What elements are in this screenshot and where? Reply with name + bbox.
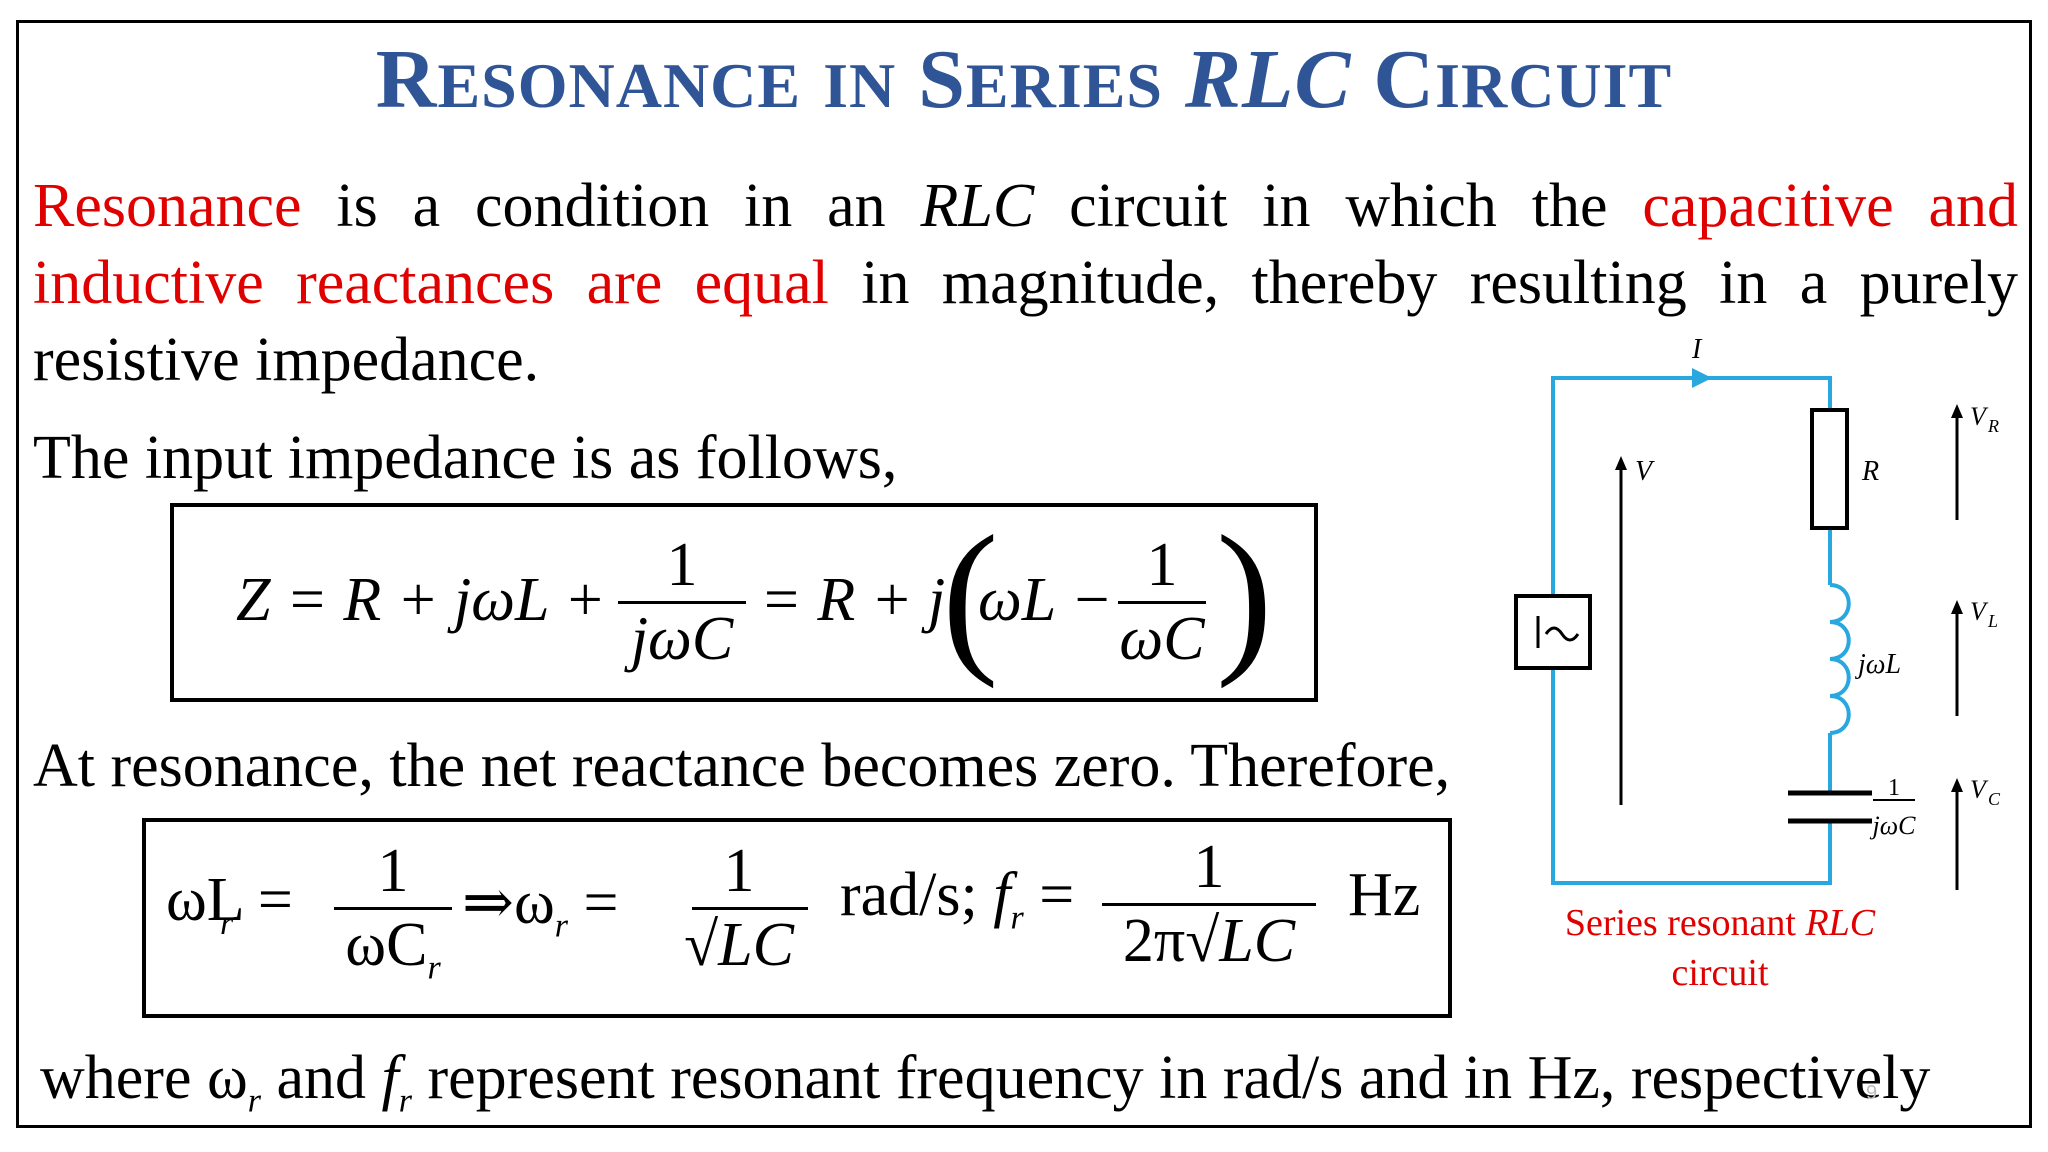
slide-title: RESONANCE IN SERIES RLC CIRCUIT xyxy=(375,33,1673,126)
source-voltage-label: V xyxy=(1635,456,1655,487)
circuit-caption: Series resonant RLC circuit xyxy=(1564,902,1876,994)
eq1-frac2: 1 ωC xyxy=(1118,531,1206,673)
impedance-intro: The input impedance is as follows, xyxy=(33,424,898,492)
highlight-reactances: capacitive and inductive reactances are … xyxy=(33,172,2018,317)
current-label: I xyxy=(1691,334,1703,365)
eq1-frac1: 1 jωC xyxy=(618,530,746,675)
svg-text:L: L xyxy=(1987,611,1998,631)
svg-text:C: C xyxy=(1988,789,2001,809)
svg-text:V: V xyxy=(1970,402,1989,431)
resonance-intro: At resonance, the net reactance becomes … xyxy=(33,732,1451,800)
eq2-unit-hz: Hz xyxy=(1348,861,1421,929)
eq1-inner: ωL − xyxy=(978,566,1113,634)
svg-text:R: R xyxy=(1987,416,1999,436)
page-number: 9 xyxy=(1866,1082,1878,1104)
eq2-frac1: 1 ωCr xyxy=(334,836,452,987)
eq2-frac2: 1 √LC xyxy=(670,836,808,981)
eq1-paren-right: ) xyxy=(1216,501,1273,689)
eq2-lhs: ωL = xyxy=(166,866,293,934)
svg-text:V: V xyxy=(1970,597,1989,626)
eq1-paren-left: ( xyxy=(942,501,999,689)
term-resonance: Resonance xyxy=(33,172,302,240)
resonance-equation-box xyxy=(142,818,1452,1018)
eq1-mid: = R + j xyxy=(760,566,946,634)
resistor-symbol xyxy=(1810,408,1849,530)
resistor-label: R xyxy=(1861,456,1879,487)
definition-paragraph: Resonance is a condition in an RLC circu… xyxy=(33,172,2018,394)
inductor-coil xyxy=(1829,583,1851,735)
circuit-wire xyxy=(1551,376,1832,600)
inductor-label: jωL xyxy=(1855,649,1901,680)
current-arrow-icon xyxy=(1692,368,1712,388)
slide-frame xyxy=(16,20,2032,1128)
eq2-lhs-sub: r xyxy=(220,905,234,942)
eq2-frac3: 1 2π√LC xyxy=(1102,832,1316,977)
footer-text: where ωr and fr represent resonant frequ… xyxy=(40,1044,1931,1120)
eq1-lhs: Z = R + jωL + xyxy=(236,566,606,634)
impedance-equation-box xyxy=(170,503,1318,702)
eq2-implies: ⇒ωr = xyxy=(462,869,619,945)
eq2-units1: rad/s; fr = xyxy=(840,861,1075,937)
ac-source-symbol xyxy=(1514,594,1592,670)
cap-den: jωC xyxy=(1870,811,1917,840)
cap-num: 1 xyxy=(1888,775,1900,801)
rlc-circuit-diagram: I V R jωL 1 jωC V R V L V C xyxy=(1514,334,2001,890)
svg-text:V: V xyxy=(1970,775,1989,804)
